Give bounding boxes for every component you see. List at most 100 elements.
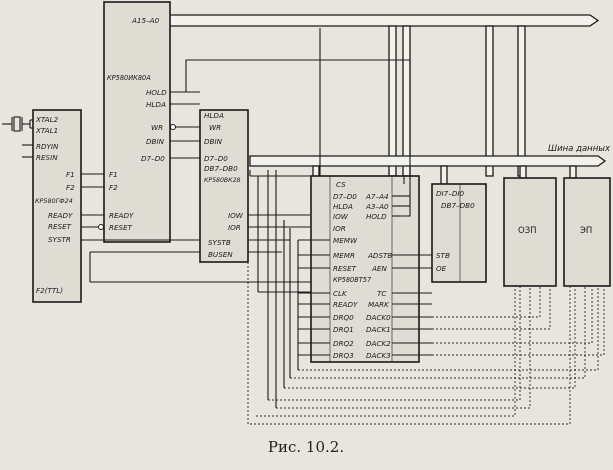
dashed-wire-1 [268,286,521,401]
ctrl-pin-hlda: HLDA [204,111,224,120]
address-bus [167,14,600,27]
data-bus-label: Шина данных [548,144,611,154]
dma-pin-drq1: DRQ1 [333,325,354,334]
dma-pin-aen: AEN [371,264,387,273]
latch-pin-oe: OE [436,264,447,273]
dashed-wire-7 [432,286,551,330]
dma-pin-mark: MARK [368,300,390,309]
dma-pin-dack1: DACK1 [366,325,391,334]
dashed-wire-11 [247,262,571,425]
ctrl-pin-db7-db0: DB7–DB0 [204,164,238,173]
dma-pin-dack3: DACK3 [366,351,391,360]
dma-pin-clk: CLK [333,289,348,298]
dma-pin-dack2: DACK2 [366,339,391,348]
dashed-wire-6 [432,286,541,318]
dma-pin-hlda: HLDA [333,202,353,211]
cpu-pin-a15-a0: A15–A0 [131,16,160,25]
dma-pin-iow: IOW [333,212,349,221]
cpu-chip-name: КР580ИК80А [107,74,151,82]
clock-pin-rdyin: RDYIN [36,142,59,151]
cpu-pin-d7-d0: D7–D0 [141,154,165,163]
ctrl-pin-wr: WR [209,123,221,132]
ctrl-pin-systb: SYSTB [208,238,231,247]
clock-pin-ready: READY [48,211,73,220]
dma-pins-right: A7–A4 A3–A0 HOLD ADSTB AEN TC MARK DACK0… [365,192,392,360]
dma-pin-tc: TC [377,289,386,298]
cpu-pin-f1: F1 [109,170,118,179]
address-latch-block [431,183,487,283]
cpu-pin-dbin: DBIN [146,137,165,146]
cpu-pin-reset: RESET [109,223,133,232]
cpu-block [103,1,171,243]
data-bus-drop-latch [440,165,448,185]
dma-pin-memr: MEMR [333,251,355,260]
latch-pin-di7-di0: DI7–DI0 [436,189,464,198]
dma-pin-hold: HOLD [366,212,387,221]
clock-chip-name: КР580ГФ24 [35,197,73,205]
data-bus-drop-device [569,165,577,179]
dma-chip-name: КР580ВТ57 [333,276,372,284]
dashed-wire-8 [432,286,593,344]
clock-pin-resin: RESIN [36,153,58,162]
dma-pin-drq2: DRQ2 [333,339,354,348]
dma-pin-ior: IOR [333,224,346,233]
cpu-pin-ready: READY [109,211,134,220]
address-bus-drop-latch [402,25,411,177]
dma-pin-memw: MEMW [333,236,358,245]
ctrl-pin-busen: BUSEN [208,250,233,259]
address-bus-drop-dma [388,25,397,177]
wr-inversion-bubble [170,124,176,130]
dashed-wire-5 [298,286,599,371]
system-controller-block [199,109,249,263]
latch-pin-stb: STB [436,251,450,260]
dma-pin-ready: READY [333,300,358,309]
latch-pin-db7-db0: DB7–DB0 [441,201,475,210]
dma-pin-dack0: DACK0 [366,313,391,322]
ram-block [503,177,557,287]
clock-pin-f2ttl: F2(TTL) [36,286,63,295]
dashed-wire-3 [284,286,576,389]
ctrl-chip-name: КР580ВК28 [204,177,241,184]
dashed-wire-4 [290,286,586,379]
cpu-pin-f2: F2 [109,183,118,192]
clock-pin-f1: F1 [66,170,75,179]
clock-generator-block [32,109,82,303]
ctrl-pin-ior: IOR [228,223,241,232]
dma-pin-a3-a0: A3–A0 [365,202,389,211]
clock-pin-xtal1: XTAL1 [35,126,58,135]
peripheral-device-block [563,177,611,287]
cpu-pin-hlda: HLDA [146,100,166,109]
dashed-wire-9 [432,286,605,356]
dma-pin-reset: RESET [333,264,357,273]
device-label: ЭП [580,226,592,236]
cpu-pin-wr: WR [151,123,163,132]
data-bus-drop-ram [519,165,527,179]
address-bus-drop-ram [517,25,526,177]
ctrl-pin-dbin: DBIN [204,137,223,146]
clock-pin-reset: RESET [48,222,72,231]
dma-pin-drq0: DRQ0 [333,313,354,322]
clock-pin-systr: SYSTR [48,235,71,244]
ctrl-pin-iow: IOW [228,211,244,220]
dashed-wire-2 [276,286,531,409]
dma-pin-adstb: ADSTB [367,251,392,260]
address-bus-drop-latch-out [485,25,494,177]
cpu-reset-bubble [98,224,104,230]
clock-pin-f2: F2 [66,183,75,192]
crystal-icon [2,116,36,132]
dma-controller-block [310,175,420,363]
dma-pin-drq3: DRQ3 [333,351,354,360]
dma-pin-d7-d0: D7–D0 [333,192,357,201]
dma-pin-a7-a4: A7–A4 [365,192,389,201]
figure-caption: Рис. 10.2. [268,438,344,456]
ram-label: ОЗП [518,226,537,236]
data-bus [249,155,607,167]
dma-pins-left: CS D7–D0 HLDA IOW IOR MEMW MEMR RESET КР… [333,180,372,360]
dashed-wire-10 [256,286,516,417]
ctrl-pin-d7-d0: D7–D0 [204,154,228,163]
dma-pin-cs: CS [336,180,346,189]
clock-pin-xtal2: XTAL2 [35,115,59,124]
cpu-pin-hold: HOLD [146,88,167,97]
